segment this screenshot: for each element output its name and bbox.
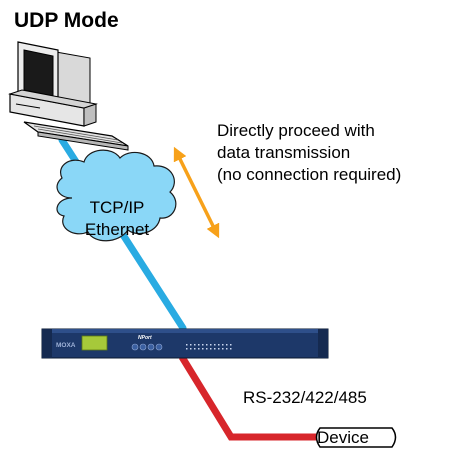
note-line-3: (no connection required) — [217, 165, 402, 184]
bidirectional-arrow-icon — [173, 146, 220, 239]
nport-server-icon: MOXA NPort — [41, 328, 329, 359]
nport-buttons — [131, 343, 163, 351]
nport-lcd — [81, 335, 108, 351]
cloud-label-line-1: TCP/IP — [90, 198, 145, 217]
cloud-label-line-2: Ethernet — [85, 220, 150, 239]
serial-interface-label: RS-232/422/485 — [243, 388, 367, 407]
cloud-icon — [56, 149, 177, 242]
diagram-title: UDP Mode — [14, 9, 119, 32]
udp-mode-note: Directly proceed with data transmission … — [217, 120, 401, 186]
serial-line — [179, 355, 318, 441]
nport-brand: NPort — [138, 335, 152, 341]
note-line-1: Directly proceed with — [217, 121, 375, 140]
nport-port-leds — [186, 344, 232, 350]
nport-logo: MOXA — [56, 342, 76, 349]
device-box — [315, 427, 397, 448]
note-line-2: data transmission — [217, 143, 351, 162]
device-label: Device — [317, 428, 369, 447]
pc-icon — [8, 41, 129, 151]
